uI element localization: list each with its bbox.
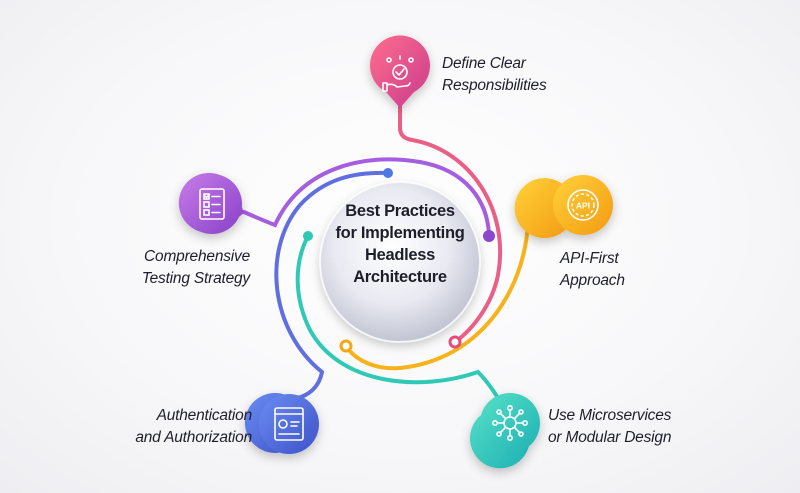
center-title-line: Best Practices [345,202,455,220]
label-line: Approach [560,272,625,289]
label-line: Use Microservices [548,407,672,424]
pin-define-clear [370,35,430,108]
label-line: Comprehensive [144,248,250,265]
pin-testing-strategy [178,172,244,234]
label-testing-strategy: Comprehensive Testing Strategy [100,246,250,290]
center-title-line: for Implementing [335,224,465,242]
center-title-line: Architecture [353,268,447,286]
label-line: and Authorization [135,429,252,446]
connector-authentication [274,170,390,400]
label-define-clear: Define Clear Responsibilities [442,53,547,97]
pin-microservices [470,393,540,469]
api-gear-icon [567,189,599,221]
svg-text:API: API [576,201,590,211]
label-microservices: Use Microservices or Modular Design [548,405,671,449]
label-line: Responsibilities [442,77,547,94]
connector-microservices [295,234,500,400]
checklist-hand-icon [382,55,414,92]
center-hub [320,182,480,342]
label-line: or Modular Design [548,429,672,446]
network-hub-icon [491,404,528,441]
label-authentication: Authentication and Authorization [100,405,252,449]
track-end-dot-teal [303,231,313,241]
track-end-dot-purple [483,230,495,242]
connector-define-clear [398,98,503,344]
label-line: Authentication [156,407,253,424]
label-line: Define Clear [442,55,526,72]
track-end-dot-blue [383,168,393,178]
center-title: Best Practices for Implementing Headless… [310,200,490,288]
pin-api-first [514,175,613,239]
pin-authentication [244,392,319,454]
checklist-icon [199,188,225,220]
label-api-first: API-First Approach [560,248,625,292]
track-end-dot-yellow [339,339,353,353]
track-end-dot-pink [448,335,462,349]
connector-testing-strategy [242,157,491,238]
label-line: Testing Strategy [141,270,250,287]
id-card-icon [274,407,304,441]
center-title-line: Headless [364,246,436,264]
label-line: API-First [560,250,619,267]
